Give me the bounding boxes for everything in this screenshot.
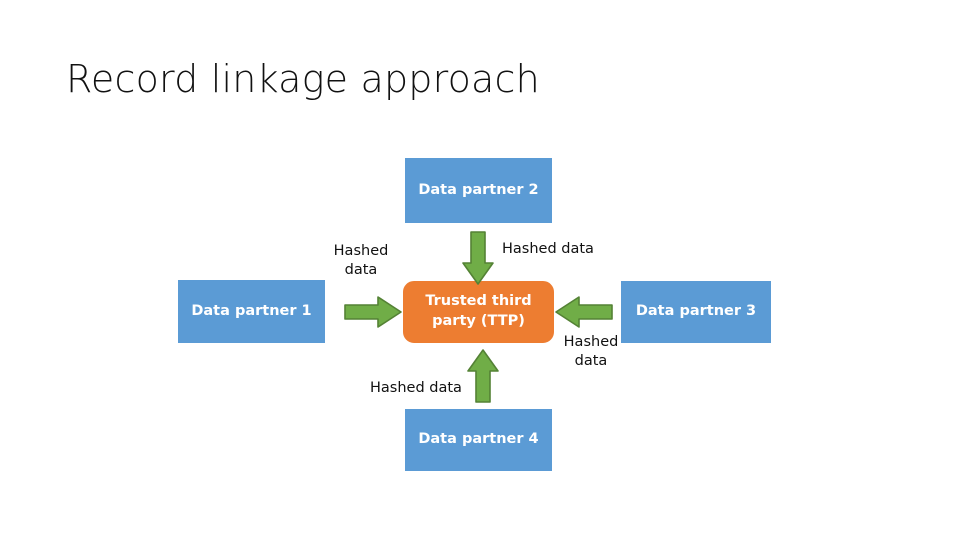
flow-label-bottom: Hashed data	[370, 380, 462, 396]
page-title: Record linkage approach	[66, 57, 540, 101]
node-label: Data partner 4	[418, 431, 539, 448]
node-label: Data partner 3	[635, 303, 757, 320]
node-trusted-third-party[interactable]: Trusted third party (TTP)	[403, 281, 554, 343]
arrow-left-icon	[555, 296, 613, 328]
node-label: Data partner 1	[191, 302, 312, 319]
flow-label-top: Hashed data	[502, 241, 594, 257]
flow-label-right: Hashed data	[563, 334, 619, 369]
arrow-right-icon	[344, 296, 402, 328]
node-data-partner-4[interactable]: Data partner 4	[405, 409, 552, 471]
node-label: Trusted third party (TTP)	[425, 293, 532, 329]
arrow-up-icon	[467, 349, 499, 403]
node-label: Data partner 2	[418, 181, 539, 198]
node-data-partner-1[interactable]: Data partner 1	[178, 280, 325, 343]
node-data-partner-2[interactable]: Data partner 2	[405, 158, 552, 223]
flow-label-left: Hashed data	[333, 243, 389, 278]
arrow-down-icon	[462, 231, 494, 285]
node-data-partner-3[interactable]: Data partner 3	[621, 281, 771, 343]
